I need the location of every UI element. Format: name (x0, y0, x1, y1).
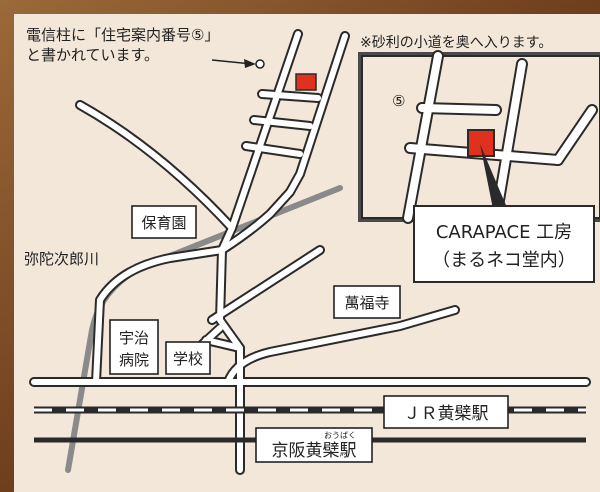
temple-text: 萬福寺 (344, 294, 389, 312)
keihan-ruby: おうばく (324, 431, 356, 440)
jr-station-label: ＪＲ黄檗駅 (383, 395, 509, 429)
jr-station-text: ＪＲ黄檗駅 (404, 404, 489, 424)
school-label: 学校 (165, 341, 211, 375)
hospital-text-1: 宇治 (119, 329, 149, 347)
pole-note-line-1: 電信柱に「住宅案内番号⑤」 (26, 26, 219, 44)
nursery-text: 保育園 (141, 214, 186, 232)
river-label: 弥陀次郎川 (24, 250, 99, 268)
hospital-label: 宇治 病院 (109, 319, 159, 375)
destination-marker (295, 73, 317, 91)
callout-pointer (480, 144, 508, 214)
road-network (29, 29, 591, 475)
inset-panel: ⑤ (358, 50, 600, 224)
gravel-note: ※砂利の小道を奥へ入ります。 (360, 34, 552, 51)
pole-arrow (211, 59, 265, 69)
keihan-station-label: おうばく 京阪黄檗駅 (255, 427, 373, 463)
inset-destination-marker (467, 129, 495, 157)
callout-line-1: CARAPACE 工房 (436, 222, 572, 243)
school-text: 学校 (173, 350, 203, 368)
inset-number: ⑤ (392, 92, 405, 110)
hospital-text-2: 病院 (119, 351, 149, 369)
nursery-label: 保育園 (131, 205, 197, 239)
keihan-station-text: 京阪黄檗駅 (272, 441, 357, 461)
temple-label: 萬福寺 (333, 285, 401, 319)
callout-line-2: （まるネコ堂内） (432, 250, 576, 271)
pole-note-line-2: と書かれています。 (26, 46, 159, 64)
destination-callout: CARAPACE 工房 （まるネコ堂内） (413, 205, 595, 283)
